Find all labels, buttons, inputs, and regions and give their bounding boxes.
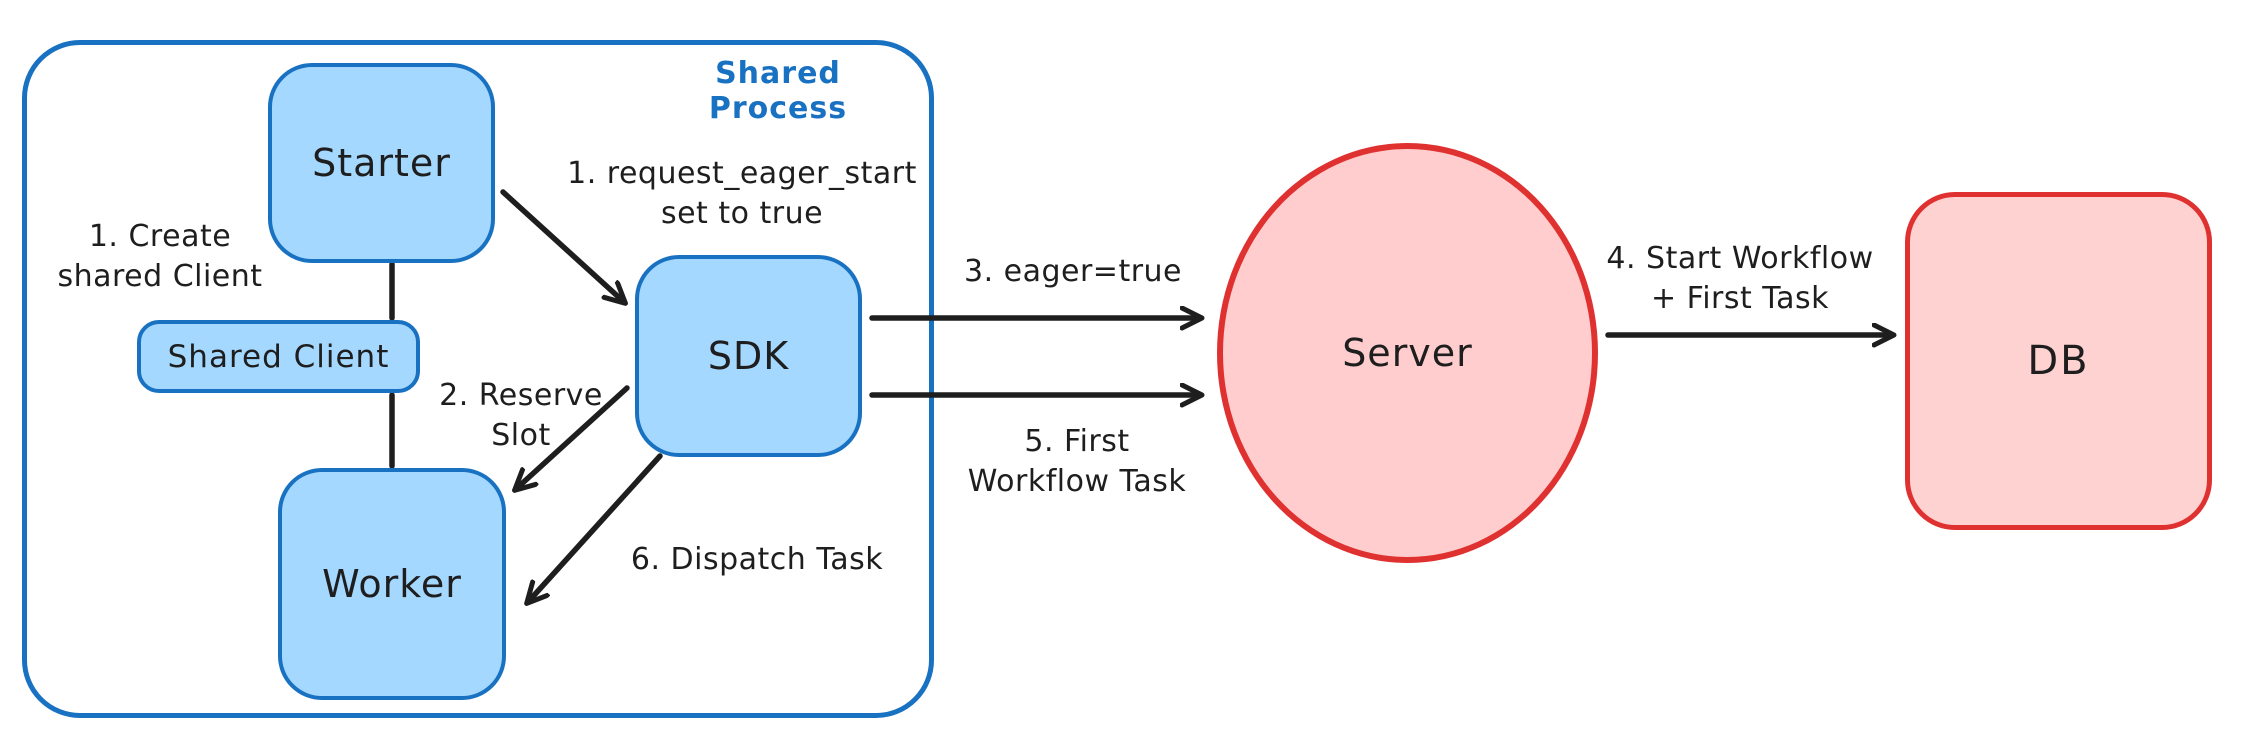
- annotation-eager-true: 3. eager=true: [964, 252, 1182, 292]
- sdk-label: SDK: [707, 334, 790, 378]
- starter-node: Starter: [268, 63, 495, 263]
- shared-client-label: Shared Client: [167, 338, 390, 375]
- annotation-first-workflow-task-line1: 5. First: [1024, 424, 1130, 459]
- shared-process-container: [22, 40, 934, 718]
- annotation-dispatch-task: 6. Dispatch Task: [631, 540, 883, 580]
- annotation-first-workflow-task-line2: Workflow Task: [967, 464, 1187, 499]
- shared-process-label: Shared Process: [708, 56, 848, 126]
- db-label: DB: [2027, 338, 2090, 384]
- sdk-node: SDK: [635, 255, 862, 457]
- annotation-start-workflow-line2: + First Task: [1650, 281, 1830, 316]
- annotation-start-workflow: 4. Start Workflow + First Task: [1606, 239, 1873, 319]
- server-label: Server: [1342, 331, 1473, 375]
- annotation-dispatch-task-text: 6. Dispatch Task: [630, 542, 884, 577]
- annotation-first-workflow-task: 5. First Workflow Task: [968, 422, 1187, 502]
- annotation-reserve-slot-line2: Slot: [491, 418, 551, 453]
- annotation-create-shared-client: 1. Create shared Client: [57, 217, 262, 297]
- annotation-create-shared-client-line2: shared Client: [57, 259, 263, 294]
- db-node: DB: [1905, 192, 2212, 530]
- annotation-reserve-slot: 2. Reserve Slot: [439, 376, 603, 456]
- annotation-request-eager-start: 1. request_eager_start set to true: [567, 154, 917, 234]
- annotation-eager-true-text: 3. eager=true: [963, 254, 1183, 289]
- starter-label: Starter: [312, 141, 451, 185]
- shared-client-node: Shared Client: [137, 320, 420, 393]
- annotation-request-eager-start-line1: 1. request_eager_start: [567, 156, 917, 191]
- annotation-reserve-slot-line1: 2. Reserve: [439, 378, 603, 413]
- annotation-start-workflow-line1: 4. Start Workflow: [1606, 241, 1874, 276]
- worker-label: Worker: [322, 562, 462, 606]
- annotation-request-eager-start-line2: set to true: [660, 196, 824, 231]
- server-node: Server: [1217, 143, 1598, 563]
- worker-node: Worker: [278, 468, 506, 700]
- annotation-create-shared-client-line1: 1. Create: [88, 219, 232, 254]
